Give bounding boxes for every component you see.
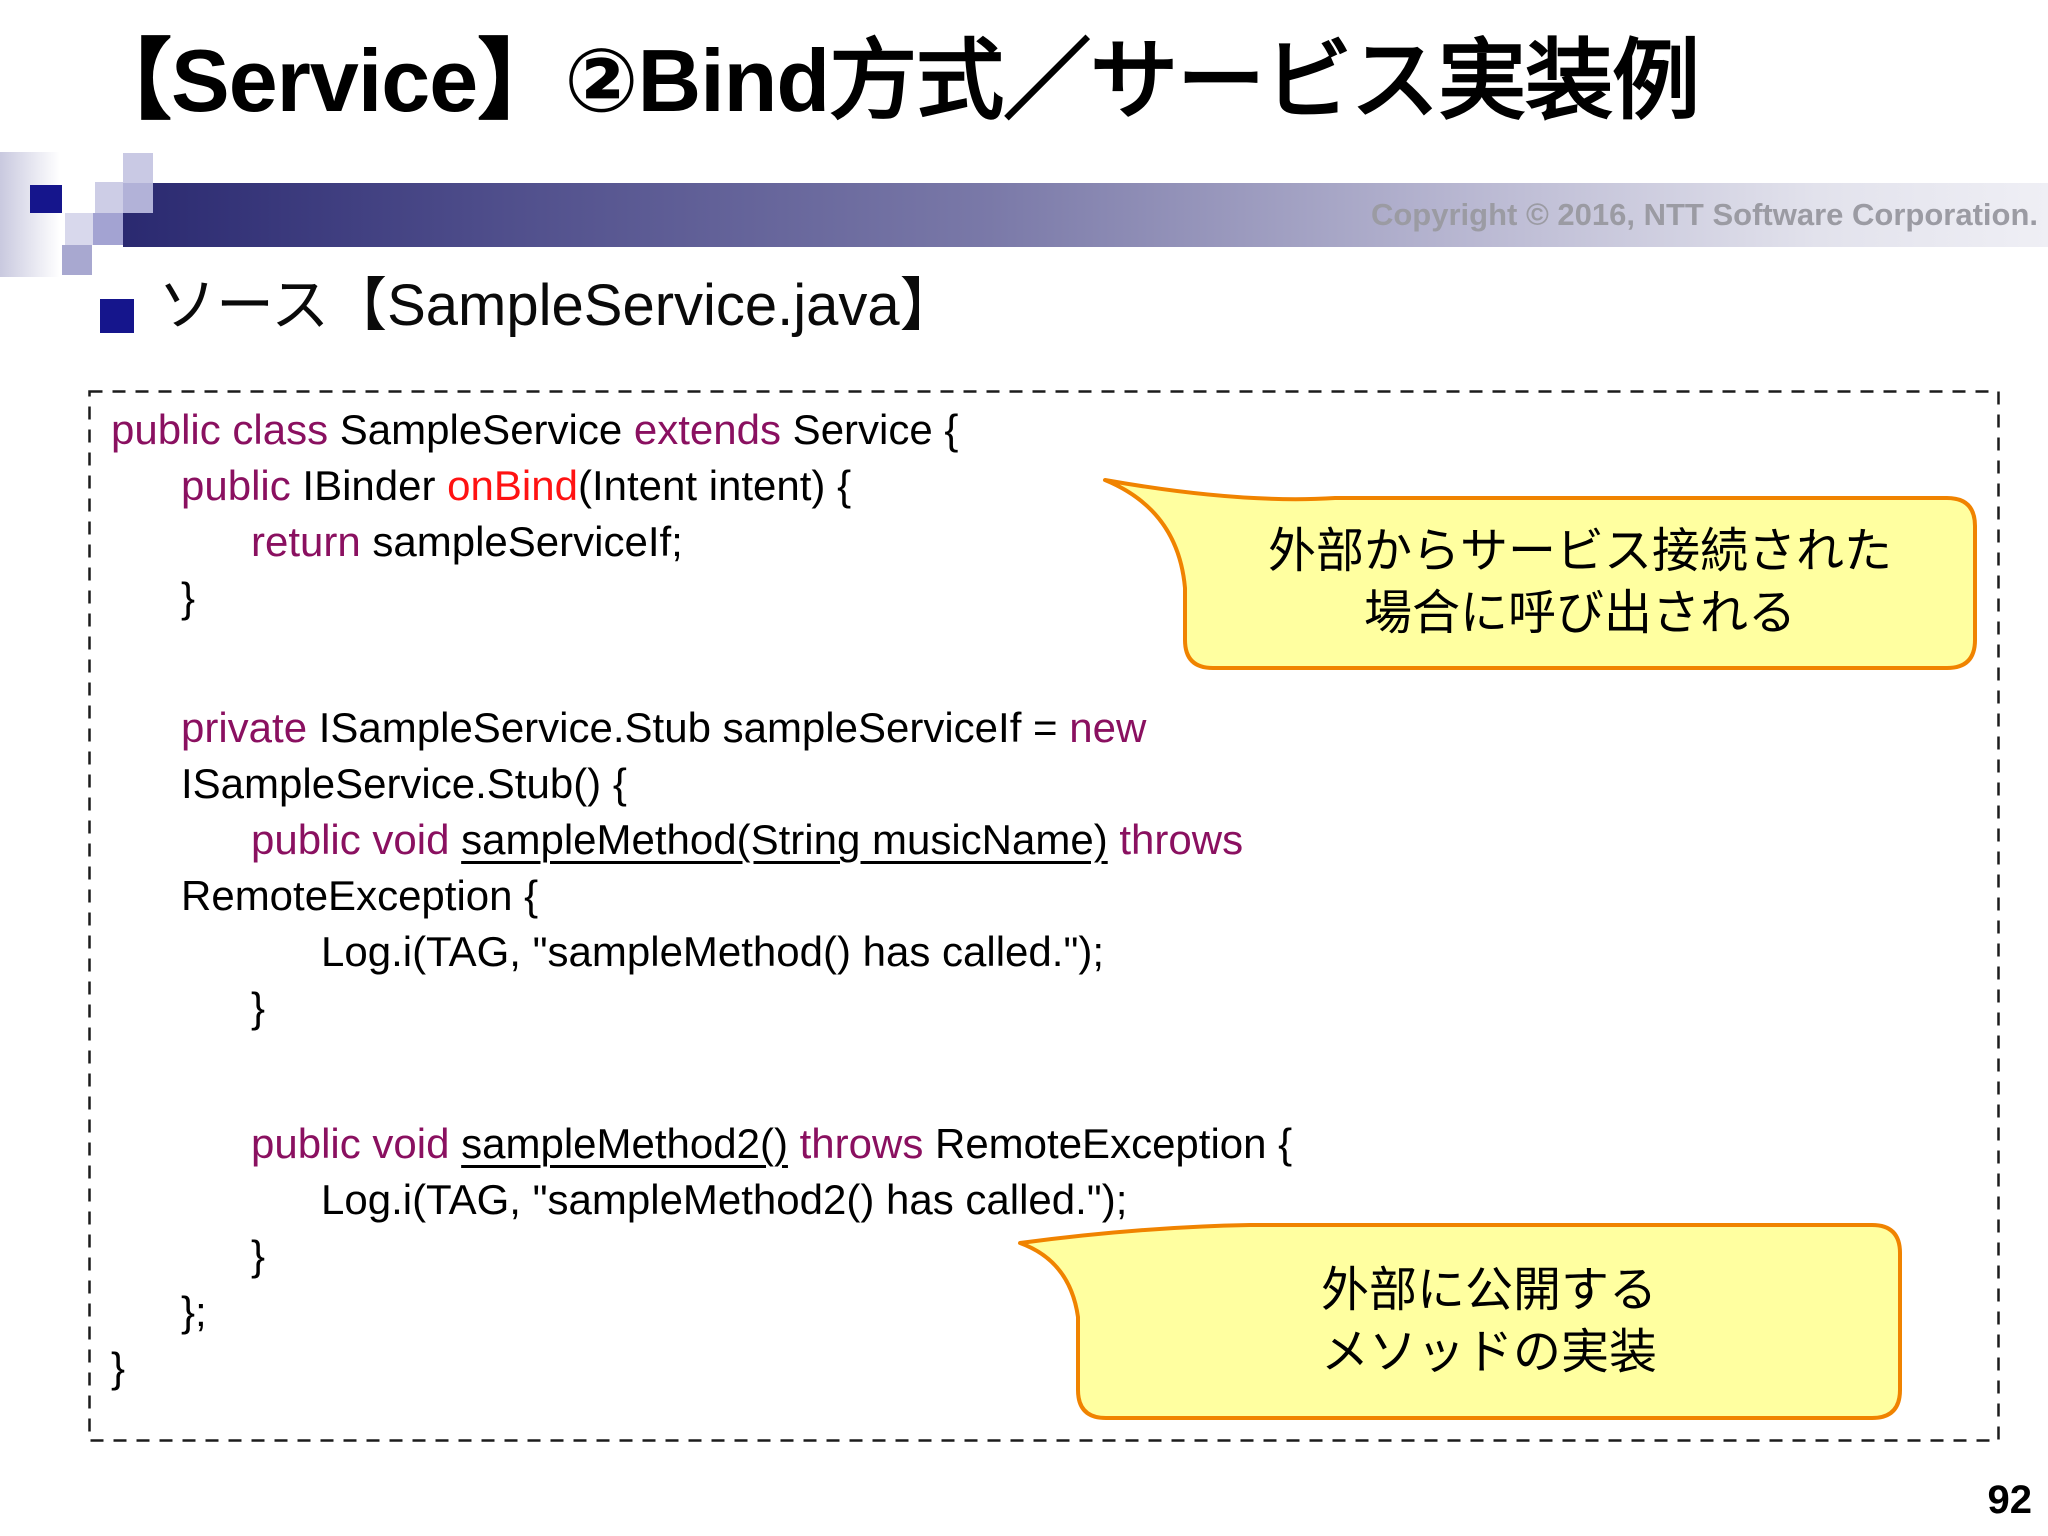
code-line: public class SampleService extends Servi… bbox=[111, 406, 959, 453]
code-block-dashed-border bbox=[88, 390, 2000, 1442]
callout-bubble-methods bbox=[1018, 1223, 1902, 1420]
code-line: } bbox=[251, 984, 266, 1031]
slide-title: 【Service】②Bind方式／サービス実装例 bbox=[84, 31, 1700, 130]
callout-bubble-shape bbox=[1103, 478, 1977, 670]
decoration-square bbox=[65, 213, 93, 245]
bullet-square-icon bbox=[100, 299, 134, 333]
code-line: }; bbox=[181, 1288, 207, 1335]
header-gradient-bar bbox=[123, 183, 2048, 247]
decoration-square bbox=[123, 153, 153, 183]
code-blank-line bbox=[90, 1036, 1998, 1116]
callout-text-onbind: 外部からサービス接続された場合に呼び出される bbox=[1185, 498, 1975, 668]
code-block: public class SampleService extends Servi… bbox=[88, 390, 2000, 1442]
code-line: } bbox=[181, 574, 196, 621]
callout-text-methods: 外部に公開するメソッドの実装 bbox=[1078, 1225, 1900, 1418]
decoration-square-navy bbox=[30, 185, 62, 213]
code-line: public void sampleMethod2() throws Remot… bbox=[251, 1120, 1293, 1167]
callout-bubble-onbind bbox=[1103, 478, 1977, 670]
code-line: } bbox=[111, 1344, 126, 1391]
code-line: return sampleServiceIf; bbox=[251, 518, 683, 565]
callout-line: メソッドの実装 bbox=[1320, 1325, 1657, 1379]
decoration-square bbox=[123, 183, 153, 213]
code-line: RemoteException { bbox=[181, 872, 539, 919]
code-lines: public class SampleService extends Servi… bbox=[90, 402, 1998, 1396]
callout-line: 外部に公開する bbox=[1320, 1263, 1657, 1317]
callout-line: 外部からサービス接続された bbox=[1267, 525, 1892, 578]
code-line: ISampleService.Stub() { bbox=[181, 760, 627, 807]
bullet-label: ソース【SampleService.java】 bbox=[158, 273, 958, 338]
code-line: public IBinder onBind(Intent intent) { bbox=[181, 462, 852, 509]
code-line: } bbox=[251, 1232, 266, 1279]
copyright-text: Copyright © 2016, NTT Software Corporati… bbox=[1370, 197, 2038, 232]
callout-line: 場合に呼び出される bbox=[1363, 587, 1796, 640]
decoration-square bbox=[93, 213, 123, 245]
code-line: Log.i(TAG, "sampleMethod() has called.")… bbox=[321, 928, 1105, 975]
header-gradient-strip bbox=[0, 152, 63, 277]
decoration-square bbox=[62, 245, 92, 275]
page-number: 92 bbox=[1987, 1478, 2033, 1522]
code-line: public void sampleMethod(String musicNam… bbox=[251, 816, 1244, 863]
code-line: private ISampleService.Stub sampleServic… bbox=[181, 704, 1147, 751]
callout-bubble-shape bbox=[1018, 1223, 1902, 1420]
code-line: Log.i(TAG, "sampleMethod2() has called."… bbox=[321, 1176, 1128, 1223]
decoration-square bbox=[95, 182, 123, 213]
